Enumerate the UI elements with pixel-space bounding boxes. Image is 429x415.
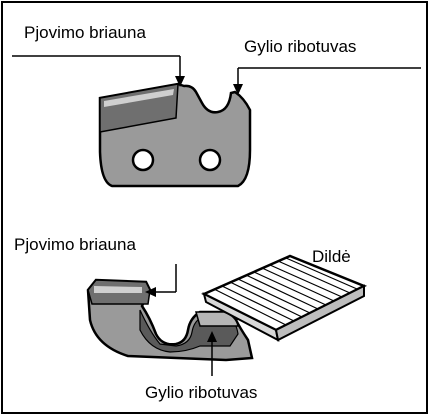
- bottom-depth-gauge-label: Gylio ribotuvas: [145, 383, 257, 402]
- file-teeth-lines: [213, 257, 358, 326]
- file-tool: [201, 254, 368, 342]
- top-cutting-edge-label: Pjovimo briauna: [24, 23, 146, 42]
- top-cutting-edge-callout: Pjovimo briauna: [12, 23, 185, 87]
- file-label: Dildė: [312, 247, 351, 266]
- top-tooth-edge-highlight: [104, 89, 174, 107]
- bottom-tooth-edge-highlight: [94, 286, 142, 293]
- top-depth-gauge-label: Gylio ribotuvas: [244, 37, 356, 56]
- arrow-head: [175, 76, 185, 87]
- top-chain-tooth: [98, 82, 252, 188]
- arrow-head: [145, 287, 156, 297]
- top-tooth-rivet-hole: [131, 148, 155, 172]
- arrow-head: [233, 84, 243, 95]
- bottom-depth-gauge-callout: Gylio ribotuvas: [145, 331, 257, 402]
- bottom-cutting-edge-label: Pjovimo briauna: [14, 235, 136, 254]
- top-depth-gauge-callout: Gylio ribotuvas: [233, 37, 421, 95]
- top-tooth-rivet-hole: [198, 148, 222, 172]
- file-front-face: [274, 284, 365, 342]
- arrow-head: [207, 331, 217, 342]
- bottom-cutting-edge-callout: Pjovimo briauna: [14, 235, 177, 297]
